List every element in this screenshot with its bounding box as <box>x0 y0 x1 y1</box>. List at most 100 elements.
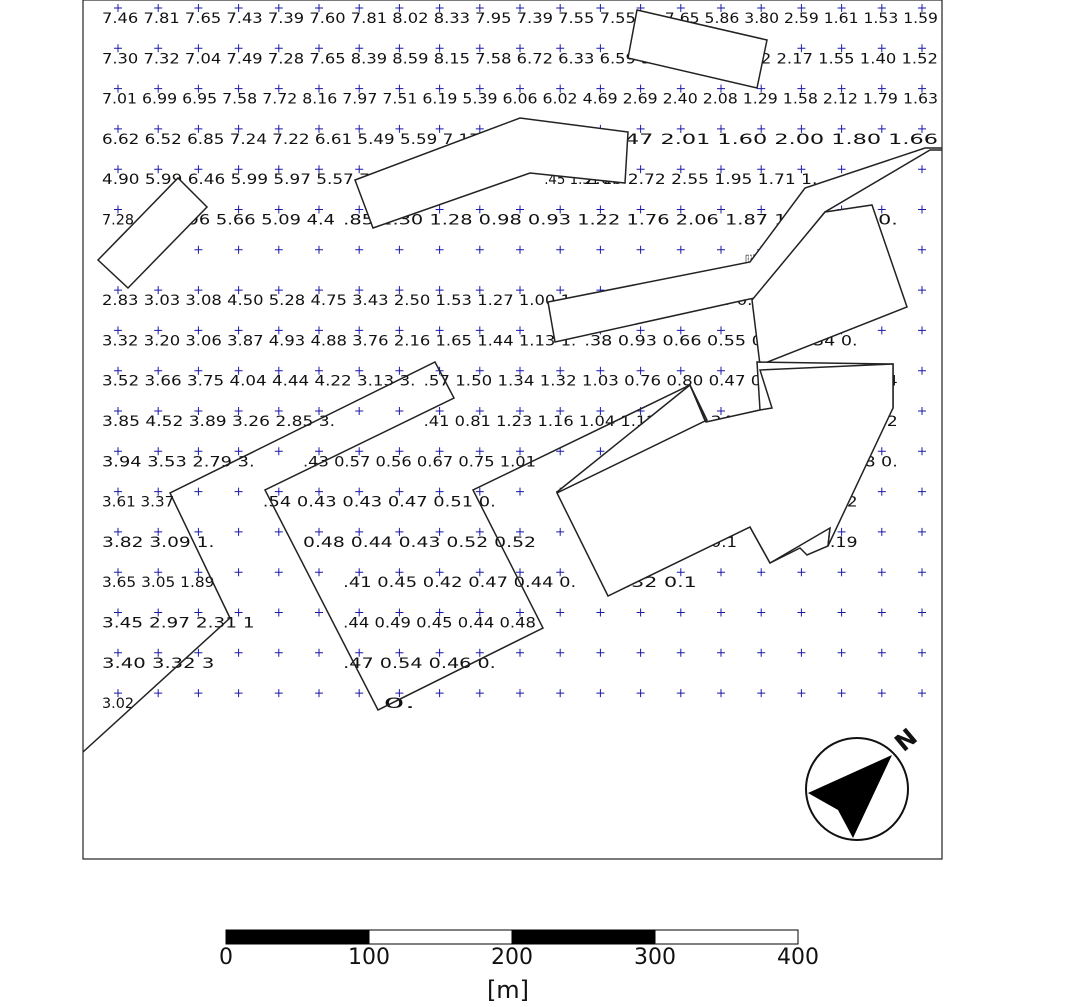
grid-cross-icon <box>114 326 122 335</box>
grid-cross-icon <box>234 366 243 375</box>
grid-cross-icon <box>676 648 685 657</box>
grid-cross-icon <box>274 407 283 415</box>
grid-cross-icon <box>717 165 725 174</box>
grid-cross-icon <box>596 689 605 698</box>
map-frame <box>82 0 943 860</box>
grid-cross-icon <box>194 326 203 335</box>
grid-value-row: 7.28 <box>102 213 134 229</box>
grid-value-row: .41 0.45 0.42 0.47 0.44 0. <box>343 575 576 591</box>
grid-value-row: .57 1.50 1.34 1.32 1.03 0.76 0.80 0.47 0… <box>424 374 778 390</box>
grid-cross-icon <box>636 326 645 335</box>
grid-cross-icon <box>315 84 323 93</box>
grid-value-row: .62 2.17 1.55 1.40 1.52 <box>745 51 938 67</box>
grid-cross-icon <box>717 245 725 254</box>
grid-cross-icon <box>435 84 444 93</box>
grid-value-row: 6.62 6.52 6.85 7.24 7.22 6.61 5.49 5.59 … <box>102 132 496 148</box>
grid-cross-icon <box>435 648 444 657</box>
grid-cross-icon <box>435 447 444 456</box>
grid-cross-icon <box>355 608 364 617</box>
grid-cross-icon <box>475 84 484 93</box>
grid-value-row: 3.61 3.37 <box>102 495 174 511</box>
grid-cross-icon <box>918 487 926 496</box>
grid-cross-icon <box>154 568 163 577</box>
grid-cross-icon <box>837 527 846 536</box>
grid-cross-icon <box>114 407 122 415</box>
grid-cross-icon <box>234 205 243 214</box>
grid-value-row: 3.45 2.97 2.31 1 <box>102 616 255 632</box>
grid-cross-icon <box>395 689 404 698</box>
grid-cross-icon <box>114 44 122 53</box>
grid-cross-icon <box>918 648 926 657</box>
grid-cross-icon <box>315 689 323 698</box>
grid-cross-icon <box>676 205 685 214</box>
grid-cross-icon <box>516 44 524 53</box>
grid-cross-icon <box>114 366 122 375</box>
grid-cross-icon <box>234 4 243 12</box>
grid-cross-icon <box>194 568 203 577</box>
grid-cross-icon <box>234 124 243 133</box>
grid-cross-icon <box>355 84 364 93</box>
grid-cross-icon <box>877 608 886 617</box>
grid-cross-icon <box>676 608 685 617</box>
grid-cross-icon <box>516 447 524 456</box>
grid-cross-icon <box>355 648 364 657</box>
grid-cross-icon <box>516 205 524 214</box>
grid-cross-icon <box>395 487 404 496</box>
grid-cross-icon <box>435 124 444 133</box>
grid-cross-icon <box>596 44 605 53</box>
grid-cross-icon <box>918 165 926 174</box>
grid-cross-icon <box>194 648 203 657</box>
grid-cross-icon <box>315 447 323 456</box>
grid-cross-icon <box>435 689 444 698</box>
grid-cross-icon <box>797 568 806 577</box>
grid-cross-icon <box>837 44 846 53</box>
grid-cross-icon <box>918 447 926 456</box>
grid-cross-icon <box>315 245 323 254</box>
grid-cross-icon <box>556 689 565 698</box>
grid-cross-icon <box>435 568 444 577</box>
grid-cross-icon <box>636 124 645 133</box>
grid-cross-icon <box>475 326 484 335</box>
grid-cross-icon <box>234 487 243 496</box>
grid-cross-icon <box>274 124 283 133</box>
grid-cross-icon <box>757 648 766 657</box>
grid-cross-icon <box>154 407 163 415</box>
grid-cross-icon <box>355 44 364 53</box>
grid-cross-icon <box>516 4 524 12</box>
grid-value-row: .43 0.57 0.56 0.67 0.75 1.01 <box>303 454 536 470</box>
grid-cross-icon <box>717 608 725 617</box>
scale-tick-400: 400 <box>777 945 819 970</box>
grid-value-row: 7.46 7.81 7.65 7.43 7.39 7.60 7.81 8.02 … <box>102 11 657 27</box>
grid-cross-icon <box>395 608 404 617</box>
grid-cross-icon <box>194 245 203 254</box>
grid-cross-icon <box>194 124 203 133</box>
grid-cross-icon <box>676 568 685 577</box>
grid-cross-icon <box>355 326 364 335</box>
grid-cross-icon <box>435 205 444 214</box>
grid-cross-icon <box>676 689 685 698</box>
grid-cross-icon <box>596 84 605 93</box>
scale-tick-200: 200 <box>491 945 533 970</box>
grid-cross-icon <box>234 407 243 415</box>
grid-cross-icon <box>395 124 404 133</box>
grid-cross-icon <box>837 124 846 133</box>
grid-value-row: .41 0.81 1.23 1.16 1.04 1.12 <box>424 414 657 430</box>
grid-cross-icon <box>516 689 524 698</box>
grid-cross-icon <box>234 447 243 456</box>
grid-cross-icon <box>516 286 524 295</box>
grid-cross-icon <box>274 326 283 335</box>
grid-cross-icon <box>114 568 122 577</box>
grid-cross-icon <box>315 4 323 12</box>
grid-crosses <box>114 4 926 698</box>
grid-cross-icon <box>676 4 685 12</box>
grid-cross-icon <box>274 44 283 53</box>
grid-cross-icon <box>717 4 725 12</box>
grid-cross-icon <box>596 407 605 415</box>
grid-cross-icon <box>154 124 163 133</box>
grid-cross-icon <box>475 568 484 577</box>
grid-cross-icon <box>274 689 283 698</box>
grid-cross-icon <box>315 326 323 335</box>
grid-cross-icon <box>194 44 203 53</box>
grid-cross-icon <box>596 205 605 214</box>
grid-cross-icon <box>556 407 565 415</box>
